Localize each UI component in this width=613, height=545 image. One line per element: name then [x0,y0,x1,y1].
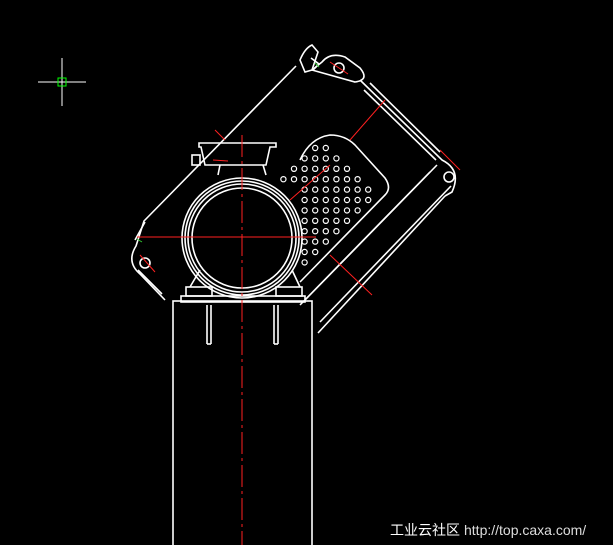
perforation-hole [322,207,329,214]
perforation-hole [365,186,372,193]
perforation-hole [322,186,329,193]
hinge-arm-top [310,54,365,83]
perforation-hole [333,186,340,193]
perforation-hole [333,175,340,183]
housing-left-edge [131,65,297,301]
perforation-hole [312,217,319,224]
perforation-hole [343,165,351,172]
perforation-hole [312,175,319,183]
perforation-hole [301,259,308,266]
perforation-hole [354,186,361,193]
perforation-hole [312,186,319,193]
perforation-hole [354,175,361,183]
terminal-box [198,142,277,166]
perforation-hole [333,155,340,162]
perforation-hole [354,207,361,214]
perforation-hole [301,207,308,214]
perforation-hole [290,175,298,183]
perforation-hole [301,227,308,235]
perforation-hole [312,207,319,214]
watermark-site-name: 工业云社区 [390,523,460,539]
perforated-plate [299,134,390,283]
perforation-hole [312,165,319,172]
outline-geometry [131,44,457,545]
perforation-hole [322,196,329,204]
perforation-hole [301,155,308,162]
perforation-hole [322,144,329,152]
pivot-top [333,62,345,74]
perforation-hole [301,217,308,224]
cursor-pickbox [57,77,67,87]
perforation-hole [312,144,319,152]
perforation-hole [290,165,298,172]
perforation-hole [343,196,351,204]
motor-foot-right [275,286,303,297]
perforation-hole [365,196,372,204]
perforation-hole [333,207,340,214]
perforation-hole [333,217,340,224]
perforation-hole [343,217,351,224]
perforation-hole [301,196,308,204]
perforation-hole [343,186,351,193]
perforation-hole [354,196,361,204]
perforation-hole [322,175,329,183]
perforation-hole [301,165,308,172]
cursor-crosshair [38,58,86,106]
pivot-right [443,171,455,183]
centerlines [137,61,461,545]
perforation-hole [312,227,319,235]
pivot-left [139,257,151,269]
perforation-hole [312,238,319,245]
perforation-hole [301,248,308,256]
green-markers [136,62,320,243]
perforation-hole [333,227,340,235]
perforation-hole [343,175,351,183]
perforation-hole [322,155,329,162]
watermark-url: http://top.caxa.com/ [464,522,587,538]
perforation-hole [333,196,340,204]
hinge-top [299,44,319,73]
cable-gland [191,154,201,166]
perforation-hole [301,175,308,183]
perforation-hole [322,238,329,245]
perforation-hole [312,196,319,204]
perforation-hole [280,175,287,183]
perforation-hole [301,238,308,245]
perforation-hole [322,217,329,224]
perforation-hole [322,165,329,172]
motor-foot-left [185,286,213,297]
perforation-hole [312,155,319,162]
perforation-hole [333,165,340,172]
perforation-hole [322,227,329,235]
perforation-hole [343,207,351,214]
perforation-hole [312,248,319,256]
